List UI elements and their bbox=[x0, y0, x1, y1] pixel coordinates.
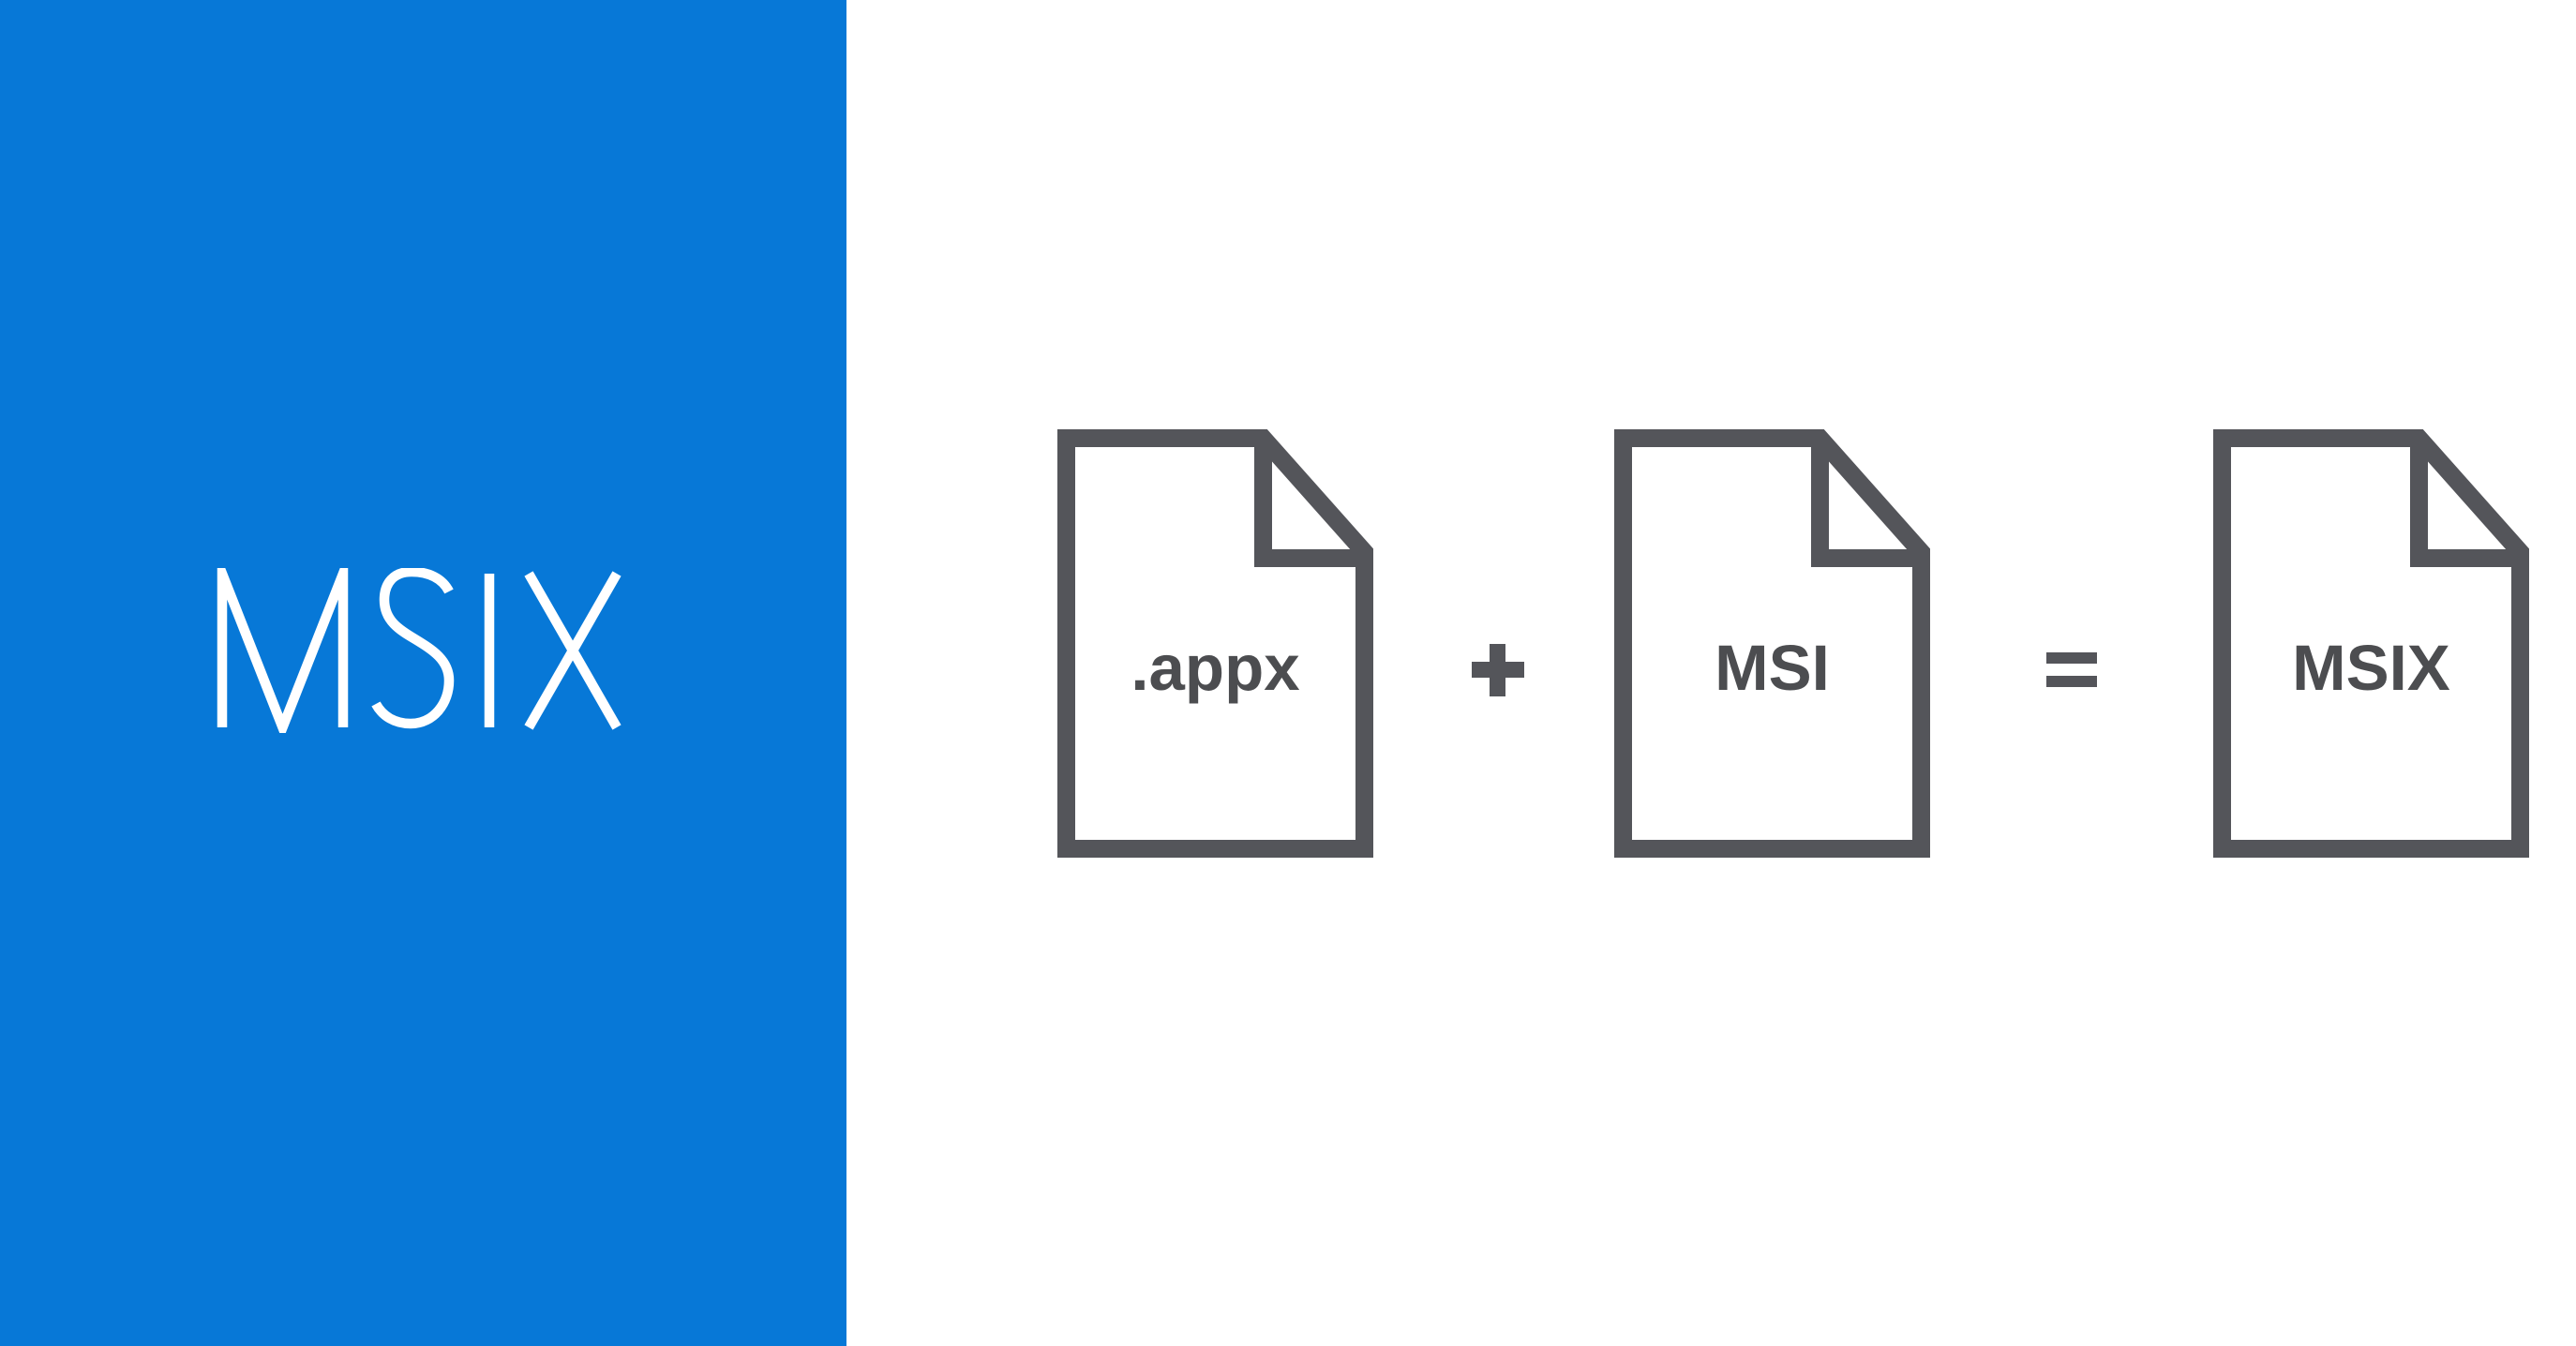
msi-file-label: MSI bbox=[1715, 632, 1830, 704]
document-icon bbox=[1614, 429, 1930, 858]
brand-panel bbox=[0, 0, 846, 1346]
msix-file-label: MSIX bbox=[2292, 632, 2450, 704]
document-icon bbox=[2213, 429, 2529, 858]
appx-file: .appx bbox=[1057, 429, 1373, 858]
appx-file-label: .appx bbox=[1131, 632, 1300, 704]
equals-operator bbox=[2046, 652, 2097, 687]
msix-logo-letter-x bbox=[524, 571, 622, 730]
msix-logo-letter-s bbox=[371, 568, 455, 729]
document-icon bbox=[1057, 429, 1373, 858]
msix-logo bbox=[217, 568, 622, 733]
plus-operator bbox=[1472, 644, 1524, 696]
msix-logo-letter-m bbox=[217, 568, 349, 733]
msi-file: MSI bbox=[1614, 429, 1930, 858]
msix-file: MSIX bbox=[2213, 429, 2529, 858]
